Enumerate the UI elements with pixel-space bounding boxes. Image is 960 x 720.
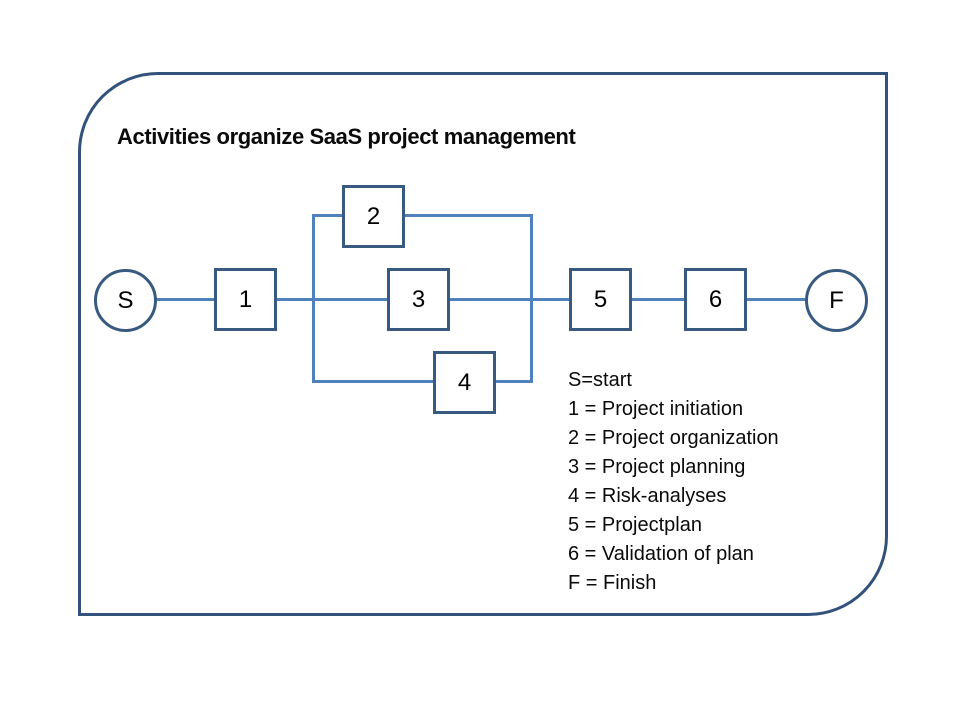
finish-node: F xyxy=(805,269,868,332)
legend-line-activity-3: 3 = Project planning xyxy=(568,456,746,478)
legend-line-activity-1: 1 = Project initiation xyxy=(568,398,744,420)
diagram-title: Activities organize SaaS project managem… xyxy=(117,124,576,149)
activity-node-5: 5 xyxy=(569,268,632,331)
legend: S=start 1 = Project initiation 2 = Proje… xyxy=(568,366,779,598)
activity-node-3: 3 xyxy=(387,268,450,331)
slide-border-frame xyxy=(78,72,888,616)
activity-node-4: 4 xyxy=(433,351,496,414)
connector-split-vertical xyxy=(312,214,315,383)
start-node: S xyxy=(94,269,157,332)
legend-line-activity-6: 6 = Validation of plan xyxy=(568,543,754,565)
connector-merge-vertical xyxy=(530,214,533,383)
connector-branch-top xyxy=(312,214,533,217)
legend-line-start: S=start xyxy=(568,369,632,391)
activity-node-6: 6 xyxy=(684,268,747,331)
legend-line-activity-2: 2 = Project organization xyxy=(568,427,779,449)
legend-line-activity-4: 4 = Risk-analyses xyxy=(568,485,727,507)
activity-node-1: 1 xyxy=(214,268,277,331)
legend-line-finish: F = Finish xyxy=(568,572,657,594)
connector-branch-bottom xyxy=(312,380,533,383)
legend-line-activity-5: 5 = Projectplan xyxy=(568,514,702,536)
connector-main-path xyxy=(155,298,805,301)
activity-node-2: 2 xyxy=(342,185,405,248)
